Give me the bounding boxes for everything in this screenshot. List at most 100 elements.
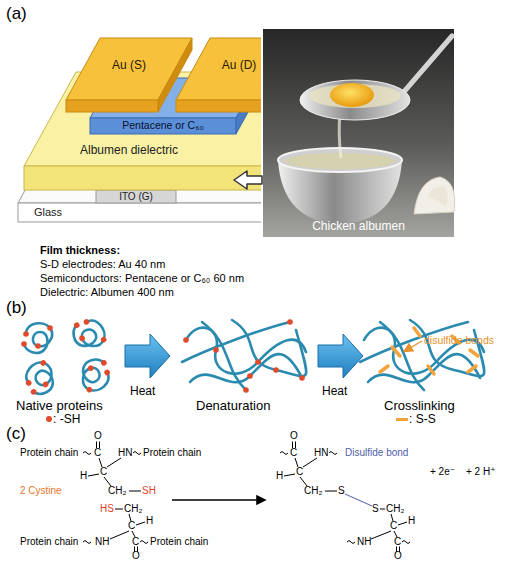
semiconductor-layer: Pentacene or C₆₀ [90,118,236,134]
chemical-bond [284,474,295,476]
stage-label: Native proteins [16,398,103,414]
dielectric-layer: Albumen dielectric [24,140,234,190]
chemical-bond [371,531,391,539]
chemical-bond [303,458,317,467]
albumen-layer [24,166,300,190]
atom-label: C [94,447,101,459]
albumen-photo [309,84,401,108]
native-protein [68,312,110,354]
atom-label: NH [357,536,371,548]
source-electrode [66,38,192,112]
crosslinked-protein [392,347,400,356]
atom-label: S [338,485,345,497]
bond-label: Disulfide bond [345,447,408,459]
atom-label: H [146,515,153,527]
photo-box: Chicken albumen [262,28,455,238]
source-electrode: Au (S) [94,58,164,74]
crosslinked-protein [414,328,420,336]
chemical-bond [398,522,407,525]
semiconductor-layer [90,118,236,134]
atom-label: H [408,515,415,527]
node-text: Glass [34,206,62,218]
step-label: Heat [130,384,155,398]
legend-entry: : -SH [46,412,80,426]
spec-line: Dielectric: Albumen 400 nm [40,286,174,299]
ito-layer [96,190,176,203]
legend-text: : -SH [53,412,80,426]
crosslinked-protein [360,320,484,390]
chemical-bond [295,458,298,467]
reaction-arrow [172,499,264,500]
node-text: Pentacene or C₆₀ [122,120,204,132]
node-text: ITO (G) [119,191,153,202]
chemical-bond [140,541,148,544]
chemical-bond [99,458,102,467]
chain-label: Protein chain [143,447,201,459]
chemical-bond [347,541,355,544]
chain-label: Protein chain [150,536,208,548]
denatured-protein [255,359,261,365]
chemical-bond [380,509,385,510]
drain-electrode [176,100,268,112]
spec-line: S-D electrodes: Au 40 nm [40,258,165,271]
atom-label: O [132,550,140,562]
stage-label: Denaturation [196,398,270,414]
thiol-label: HS [100,503,114,515]
chemical-bond [104,477,111,486]
substrate-layer: Glass [34,204,114,221]
panel-label: (a) [6,4,27,24]
atom-label: C [132,536,139,548]
atom-label: H [276,470,283,482]
spec-line: Semiconductors: Pentacene or C₆₀ 60 nm [40,272,244,285]
crosslinked-protein [470,350,478,356]
atom-label: C [296,466,303,478]
chemical-bond [133,452,141,455]
chain-label: Protein chain [20,447,78,459]
denatured-protein [213,347,219,353]
ito-layer [96,190,176,203]
source-electrode [66,38,192,100]
stage-label: Crosslinking [384,398,455,414]
denatured-protein [273,367,279,373]
product-label: + 2 H⁺ [466,466,495,478]
albumen-photo [330,83,374,107]
leader-arrow [405,341,422,351]
denatured-protein [247,373,253,379]
heat-arrow [125,334,170,378]
chemical-bond [83,442,410,553]
atom-label: O [94,430,102,442]
thiol-label: SH [142,485,156,497]
panel-label: (c) [6,424,26,444]
chemical-bond [300,477,307,486]
chemical-bond [110,531,129,539]
source-electrode [66,100,158,112]
atom-label: S [372,503,379,515]
atom-label: O [394,550,402,562]
legend-line-sample [396,418,408,421]
chemical-bond [136,522,145,525]
native-protein [18,312,117,400]
chemical-bond [129,514,131,521]
disulfide-bond [345,494,372,506]
chemical-bond [83,541,91,544]
denatured-protein [182,319,306,393]
atom-label: CH₂ [304,485,322,497]
denatured-protein [299,375,305,381]
albumen-photo [300,80,410,120]
chemical-bond [88,474,99,476]
atom-label: C [100,466,107,478]
chemical-bond [329,452,337,455]
atom-label: NH [95,536,109,548]
albumen-photo [414,177,455,214]
native-protein [18,357,61,400]
chemical-bond [391,514,393,521]
atom-label: C [390,520,397,532]
chemical-bond [115,509,123,510]
crosslinked-protein [468,366,476,372]
chain-label: Protein chain [20,536,78,548]
atom-label: H [80,470,87,482]
callout-text: disulfide bonds [424,334,494,347]
spec-heading: Film thickness: [40,244,120,257]
atom-label: O [290,430,298,442]
node-text: Albumen dielectric [80,144,178,157]
